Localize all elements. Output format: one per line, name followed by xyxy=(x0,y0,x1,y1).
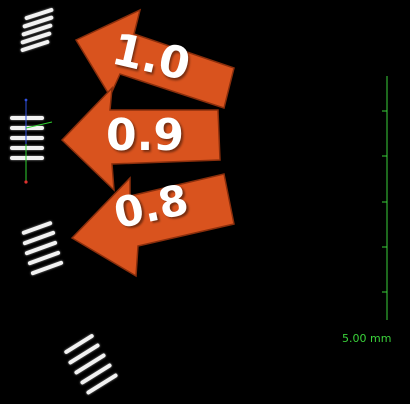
scale-bar-label: 5.00 mm xyxy=(342,332,392,345)
callout-arrow-3: 0.8 xyxy=(68,166,238,280)
arrow-shape-2 xyxy=(60,85,221,192)
coil-model-3[interactable] xyxy=(18,218,70,276)
arrow-label-2: 0.9 xyxy=(106,110,184,161)
coil-model-4[interactable] xyxy=(60,330,126,396)
callout-arrow-2: 0.9 xyxy=(58,85,224,192)
axis-z-marker xyxy=(24,98,28,102)
arrow-shape-3 xyxy=(70,173,235,278)
axis-y-line-2 xyxy=(25,121,53,129)
coil-model-1[interactable] xyxy=(18,7,66,56)
axis-x-marker xyxy=(24,180,28,184)
scale-bar xyxy=(382,76,388,320)
axis-gizmo[interactable] xyxy=(20,98,56,184)
